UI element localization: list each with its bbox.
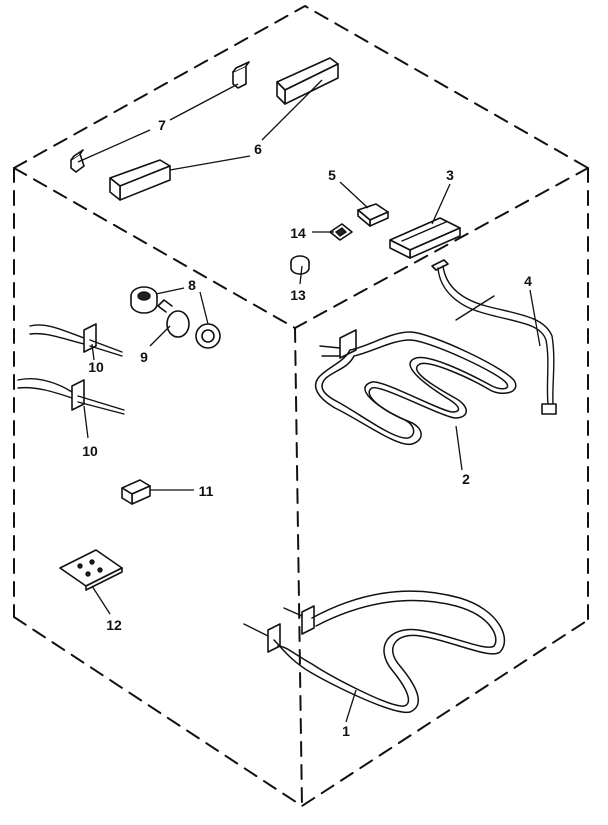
- callout-9: 9: [140, 349, 148, 365]
- part-10-probe-upper: [29, 323, 123, 357]
- callout-3: 3: [446, 167, 454, 183]
- callout-5: 5: [328, 167, 336, 183]
- callout-10-lower: 10: [82, 443, 98, 459]
- part-8-lamp-socket: [130, 286, 221, 349]
- part-14-thermostat: [329, 223, 353, 241]
- part-11-block: [121, 479, 151, 505]
- part-13-thermostat: [290, 255, 310, 275]
- callout-13: 13: [290, 287, 306, 303]
- callout-6: 6: [254, 141, 262, 157]
- leader-lines: [77, 79, 541, 723]
- part-5-switch: [357, 203, 389, 227]
- callout-1: 1: [342, 723, 350, 739]
- part-12-circuit-board: [59, 549, 123, 591]
- cabinet-outline: [13, 4, 589, 808]
- part-7-brackets: [70, 61, 250, 173]
- part-4-wire-harness: [431, 259, 557, 415]
- part-1-bake-element: [243, 590, 506, 713]
- part-3-control-board: [389, 217, 461, 259]
- callout-14: 14: [290, 225, 306, 241]
- callout-2: 2: [462, 471, 470, 487]
- part-10-probe-lower: [17, 378, 125, 415]
- callout-10-upper: 10: [88, 359, 104, 375]
- part-2-broil-element: [314, 329, 517, 446]
- callout-12: 12: [106, 617, 122, 633]
- callout-11: 11: [199, 483, 214, 499]
- part-9-lamp-bulb: [157, 299, 190, 338]
- callout-4: 4: [524, 273, 532, 289]
- callout-labels: 1 2 3 4 5 6 7 8 9 10 10 11 12 13 14: [82, 117, 532, 739]
- callout-7: 7: [158, 117, 166, 133]
- part-6-channels: [109, 57, 339, 201]
- callout-8: 8: [188, 277, 196, 293]
